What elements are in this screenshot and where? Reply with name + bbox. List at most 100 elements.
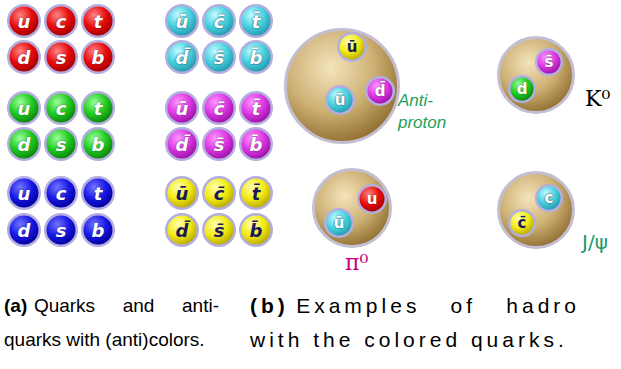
subfigure-tag: (b) — [250, 294, 289, 317]
quark-letter: ū — [176, 183, 189, 204]
quark-letter: ū — [347, 38, 358, 56]
ball-fill — [326, 86, 354, 114]
quark-letter: b — [92, 134, 105, 155]
ball-fill — [45, 128, 77, 160]
quark-ball: t — [81, 4, 115, 38]
quark-letter: u — [18, 11, 31, 32]
quark-letter: c — [545, 189, 554, 207]
quark-ball: d — [508, 75, 536, 103]
quark-letter: d — [517, 80, 528, 98]
ball-fill — [82, 92, 114, 124]
quark-ball: t̄ — [239, 4, 273, 38]
hadron-label: π⁰ — [345, 250, 368, 276]
quark-ball: c̄ — [202, 91, 236, 125]
quark-letter: t — [94, 183, 103, 204]
quark-letter: c̄ — [214, 11, 225, 32]
quark-ball: ū — [324, 208, 354, 238]
caption-b: (b)Examples of hadro with the colored qu… — [250, 289, 580, 357]
ball-fill — [203, 41, 235, 73]
ball-fill — [240, 5, 272, 37]
ball-fill — [286, 30, 399, 143]
quark-ball: ū — [337, 32, 367, 62]
hadron-ball: π⁰uū — [312, 168, 392, 248]
hadron-label: Anti-proton — [398, 90, 450, 134]
hadron-ball: Anti-protonūūd̄ — [284, 28, 400, 144]
quark-ball: c — [44, 176, 78, 210]
quark-ball: u — [7, 176, 41, 210]
quark-letter: s̄ — [214, 47, 225, 68]
quark-letter: b̄ — [250, 134, 263, 155]
quark-ball: b̄ — [239, 213, 273, 247]
quark-ball: d̄ — [165, 213, 199, 247]
ball-fill — [499, 173, 574, 248]
quark-letter: ū — [334, 214, 345, 232]
ball-fill — [45, 214, 77, 246]
ball-fill — [166, 214, 198, 246]
quark-letter: s — [56, 47, 67, 68]
quark-letter: d — [18, 220, 31, 241]
ball-fill — [8, 214, 40, 246]
quark-ball: t̄ — [239, 176, 273, 210]
quark-ball: c̄ — [508, 209, 536, 237]
ball-fill — [82, 128, 114, 160]
hadron-outline — [497, 36, 575, 114]
ball-fill — [166, 128, 198, 160]
caption-text: Examples of hadro with the colored quark… — [250, 294, 580, 351]
ball-fill — [45, 92, 77, 124]
quark-ball: s̄ — [202, 127, 236, 161]
quark-letter: s̄ — [214, 220, 225, 241]
quark-letter: b̄ — [250, 47, 263, 68]
quark-ball: d — [7, 213, 41, 247]
ball-fill — [499, 38, 574, 113]
quark-ball: s̄ — [535, 48, 563, 76]
hadron-ball: J/ψcc̄ — [497, 171, 575, 249]
ball-fill — [240, 92, 272, 124]
quark-ball: ū — [165, 4, 199, 38]
quark-ball: s — [44, 40, 78, 74]
quark-ball: s — [44, 213, 78, 247]
quark-ball: u — [7, 4, 41, 38]
quark-ball: c — [44, 91, 78, 125]
ball-fill — [366, 77, 394, 105]
ball-fill — [536, 49, 562, 75]
quark-letter: t — [94, 11, 103, 32]
quark-letter: t̄ — [252, 11, 261, 32]
ball-fill — [45, 5, 77, 37]
quark-letter: s̄ — [545, 53, 554, 71]
quark-ball: d̄ — [165, 127, 199, 161]
quark-ball: b — [81, 213, 115, 247]
ball-fill — [314, 170, 391, 247]
quark-letter: u — [18, 98, 31, 119]
ball-fill — [82, 177, 114, 209]
quark-ball: c̄ — [202, 4, 236, 38]
caption-text: Quarks and anti-quarks with (anti)colors… — [4, 295, 219, 350]
quark-ball: d̄ — [165, 40, 199, 74]
ball-fill — [203, 177, 235, 209]
quark-letter: d — [18, 47, 31, 68]
quark-ball: d̄ — [365, 76, 395, 106]
ball-fill — [166, 5, 198, 37]
ball-fill — [240, 128, 272, 160]
quark-ball: s̄ — [202, 213, 236, 247]
ball-fill — [82, 214, 114, 246]
quark-ball: u — [7, 91, 41, 125]
caption-a: (a)Quarks and anti-quarks with (anti)col… — [4, 289, 219, 357]
quark-ball: ū — [325, 85, 355, 115]
quark-letter: t — [94, 98, 103, 119]
ball-fill — [240, 41, 272, 73]
quark-ball: d — [7, 40, 41, 74]
ball-fill — [166, 92, 198, 124]
quark-ball: ū — [165, 91, 199, 125]
ball-fill — [358, 185, 386, 213]
quark-letter: ū — [335, 91, 346, 109]
ball-fill — [166, 41, 198, 73]
quark-ball: ū — [165, 176, 199, 210]
quark-letter: c̄ — [214, 98, 225, 119]
hadron-ball: K⁰s̄d — [497, 36, 575, 114]
ball-fill — [8, 128, 40, 160]
quark-letter: ū — [176, 11, 189, 32]
quark-ball: c — [44, 4, 78, 38]
quark-letter: u — [367, 190, 378, 208]
quark-letter: b — [92, 47, 105, 68]
quark-ball: t — [81, 91, 115, 125]
